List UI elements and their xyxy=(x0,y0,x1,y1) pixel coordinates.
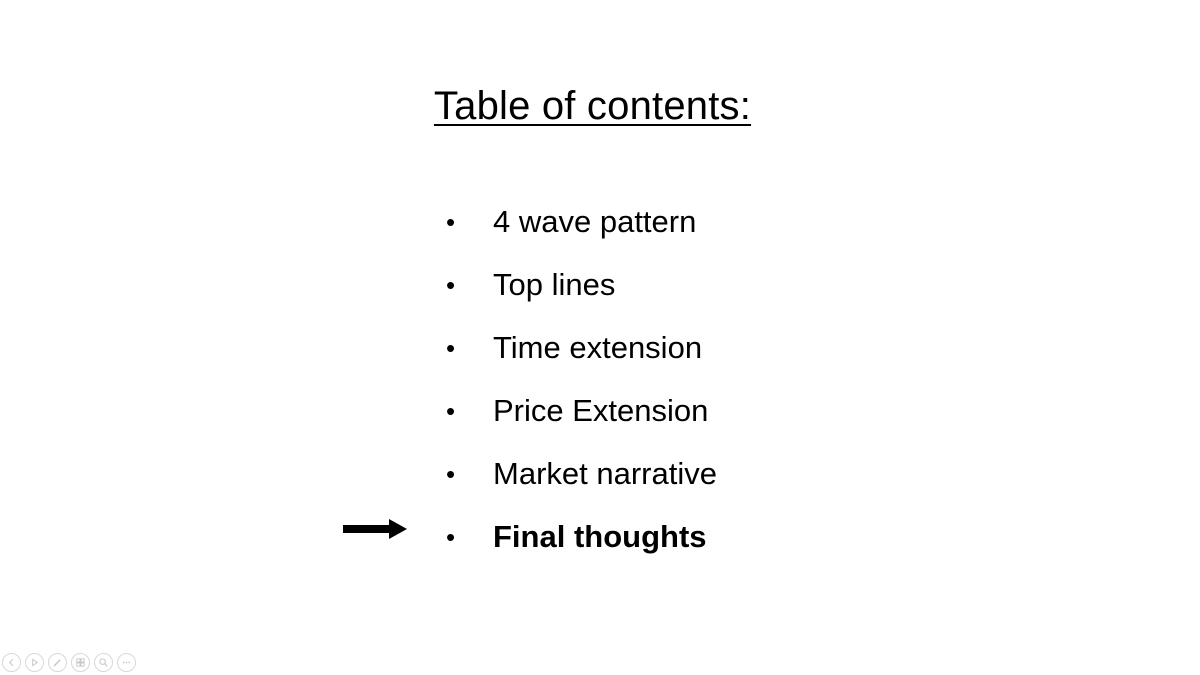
toc-item-market-narrative: • Market narrative xyxy=(440,442,717,505)
zoom-icon xyxy=(99,658,108,667)
pen-icon xyxy=(53,659,61,667)
slide-title: Table of contents: xyxy=(433,84,752,128)
see-all-slides-button[interactable] xyxy=(71,653,90,672)
toc-item-4-wave-pattern: • 4 wave pattern xyxy=(440,190,717,253)
bullet-icon: • xyxy=(446,332,456,363)
previous-slide-button[interactable] xyxy=(2,653,21,672)
previous-slide-icon xyxy=(8,658,14,667)
more-options-button[interactable] xyxy=(117,653,136,672)
toc-item-label: Top lines xyxy=(493,266,616,302)
zoom-button[interactable] xyxy=(94,653,113,672)
toc-item-label: Time extension xyxy=(493,329,703,365)
bullet-icon: • xyxy=(446,206,456,237)
presenter-toolbar xyxy=(2,653,136,672)
right-arrow-icon xyxy=(343,519,407,539)
bullet-icon: • xyxy=(446,521,456,552)
bullet-icon: • xyxy=(446,395,456,426)
bullet-icon: • xyxy=(446,269,456,300)
toc-item-label: 4 wave pattern xyxy=(493,203,697,239)
toc-item-final-thoughts: • Final thoughts xyxy=(440,505,717,568)
pen-button[interactable] xyxy=(48,653,67,672)
table-of-contents-list: • 4 wave pattern • Top lines • Time exte… xyxy=(440,190,717,568)
toc-item-top-lines: • Top lines xyxy=(440,253,717,316)
bullet-icon: • xyxy=(446,458,456,489)
see-all-slides-icon xyxy=(76,658,85,667)
more-options-icon xyxy=(122,661,131,664)
toc-item-label-current: Final thoughts xyxy=(493,518,707,554)
toc-item-time-extension: • Time extension xyxy=(440,316,717,379)
next-slide-button[interactable] xyxy=(25,653,44,672)
toc-item-label: Market narrative xyxy=(493,455,717,491)
toc-item-price-extension: • Price Extension xyxy=(440,379,717,442)
next-slide-icon xyxy=(32,658,39,667)
toc-item-label: Price Extension xyxy=(493,392,709,428)
